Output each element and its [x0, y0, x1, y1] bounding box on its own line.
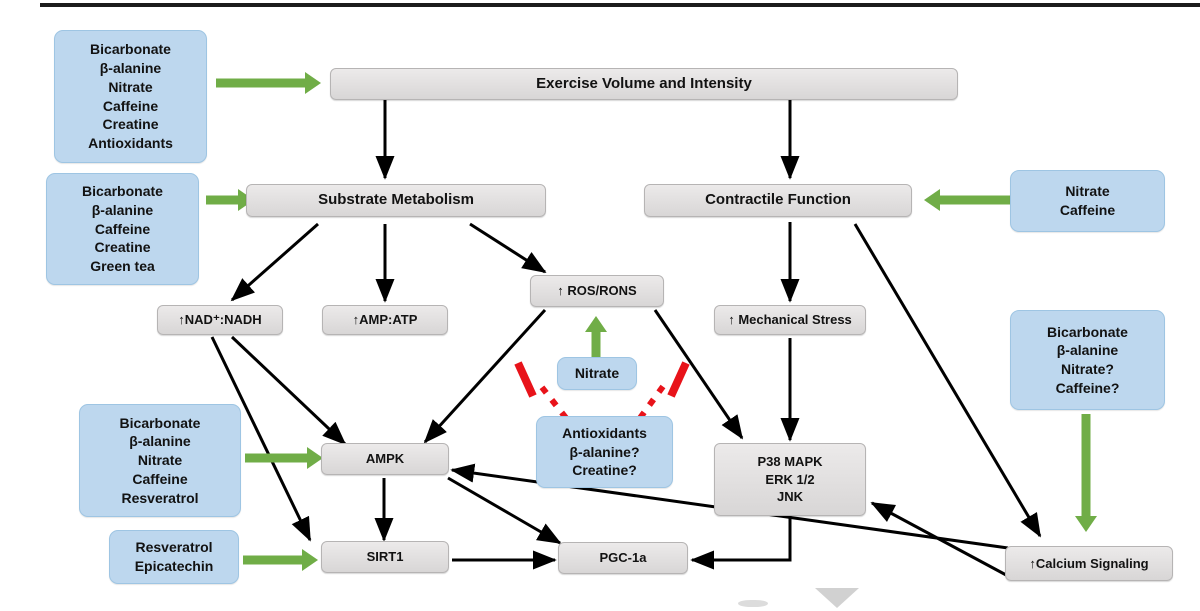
supplement-item: Bicarbonate	[119, 414, 201, 431]
node-sirt1[interactable]: SIRT1	[321, 541, 449, 573]
supplement-item: Bicarbonate	[1047, 323, 1128, 340]
green-arrow-to-ros	[585, 316, 607, 358]
supplement-item: Nitrate?	[1061, 361, 1114, 377]
supplement-item: Resveratrol	[135, 539, 213, 556]
supplements-antioxidants[interactable]: Antioxidants β-alanine? Creatine?	[536, 416, 673, 488]
node-label: ↑ ROS/RONS	[557, 283, 637, 299]
supplement-item: Caffeine	[102, 97, 159, 114]
node-label: Contractile Function	[705, 191, 851, 209]
green-arrow-to-ampk	[245, 447, 323, 469]
watermark-chevron-icon	[815, 588, 859, 608]
node-label-line-2: ERK 1/2	[765, 471, 815, 487]
node-label: ↑NAD⁺:NADH	[178, 312, 262, 328]
inhibit-right-bar	[667, 361, 690, 398]
green-arrow-to-exercise	[216, 72, 321, 94]
inhibit-right-shaft	[637, 379, 670, 420]
supplements-ros-nitrate[interactable]: Nitrate	[557, 357, 637, 390]
supplement-item: Bicarbonate	[90, 41, 171, 58]
supplement-item: Nitrate	[1065, 183, 1110, 200]
supplement-item: Creatine	[94, 239, 151, 256]
node-mechanical-stress[interactable]: ↑ Mechanical Stress	[714, 305, 866, 335]
supplements-ampk[interactable]: Bicarbonate β-alanine Nitrate Caffeine R…	[79, 404, 241, 517]
supplement-item: Nitrate	[574, 365, 620, 382]
node-label: AMPK	[365, 451, 405, 467]
node-contractile-function[interactable]: Contractile Function	[644, 184, 912, 217]
node-label-line-3: JNK	[776, 489, 803, 505]
supplement-item: Nitrate	[137, 452, 183, 469]
supplements-contractile[interactable]: Nitrate Caffeine	[1010, 170, 1165, 232]
node-substrate-metabolism[interactable]: Substrate Metabolism	[246, 184, 546, 217]
supplements-calcium[interactable]: Bicarbonate β-alanine Nitrate? Caffeine?	[1010, 310, 1165, 410]
supplement-item: Bicarbonate	[82, 183, 163, 200]
supplement-item: Nitrate	[108, 78, 153, 95]
supplement-item: Creatine	[102, 116, 159, 133]
node-label: Substrate Metabolism	[318, 191, 474, 209]
node-amp-atp-ratio[interactable]: ↑AMP:ATP	[322, 305, 448, 335]
green-arrow-to-contractile	[924, 189, 1012, 211]
watermark-smudge	[738, 600, 768, 607]
node-calcium-signaling[interactable]: ↑Calcium Signaling	[1005, 546, 1173, 581]
supplement-item: Green tea	[90, 258, 155, 275]
supplement-item: β-alanine	[99, 60, 162, 76]
supplement-item: Caffeine	[94, 220, 151, 237]
node-label-line-1: P38 MAPK	[757, 454, 823, 470]
node-label: ↑ Mechanical Stress	[728, 312, 852, 328]
supplement-item: Epicatechin	[134, 558, 214, 574]
supplement-item: β-alanine	[91, 201, 154, 218]
supplements-exercise[interactable]: Bicarbonate β-alanine Nitrate Caffeine C…	[54, 30, 207, 163]
node-nad-nadh-ratio[interactable]: ↑NAD⁺:NADH	[157, 305, 283, 335]
supplement-item: Caffeine	[1059, 202, 1116, 218]
node-ampk[interactable]: AMPK	[321, 443, 449, 475]
supplement-item: β-alanine	[1056, 342, 1119, 359]
node-label: SIRT1	[366, 549, 404, 565]
supplement-item: β-alanine?	[569, 443, 640, 460]
supplement-item: β-alanine	[129, 433, 191, 450]
green-arrow-to-calcium	[1075, 414, 1097, 532]
node-label: ↑AMP:ATP	[352, 312, 418, 328]
supplement-item: Antioxidants	[562, 424, 647, 441]
node-label: Exercise Volume and Intensity	[536, 74, 752, 92]
inhibit-left-bar	[514, 361, 537, 398]
supplement-item: Caffeine?	[1055, 379, 1120, 396]
supplement-item: Antioxidants	[88, 135, 173, 151]
supplement-item: Creatine?	[572, 462, 637, 479]
supplements-substrate[interactable]: Bicarbonate β-alanine Caffeine Creatine …	[46, 173, 199, 285]
node-pgc-1a[interactable]: PGC-1a	[558, 542, 688, 574]
node-label: PGC-1a	[599, 550, 647, 566]
supplement-item: Resveratrol	[121, 489, 199, 506]
node-mapk-erk-jnk[interactable]: P38 MAPK ERK 1/2 JNK	[714, 443, 866, 516]
green-arrow-to-sirt1	[243, 549, 318, 571]
node-label: ↑Calcium Signaling	[1029, 555, 1149, 571]
node-exercise-volume-intensity[interactable]: Exercise Volume and Intensity	[330, 68, 958, 100]
supplements-sirt1[interactable]: Resveratrol Epicatechin	[109, 530, 239, 584]
node-ros-rons[interactable]: ↑ ROS/RONS	[530, 275, 664, 307]
top-divider-rule	[40, 3, 1200, 7]
supplement-item: Caffeine	[132, 470, 188, 487]
